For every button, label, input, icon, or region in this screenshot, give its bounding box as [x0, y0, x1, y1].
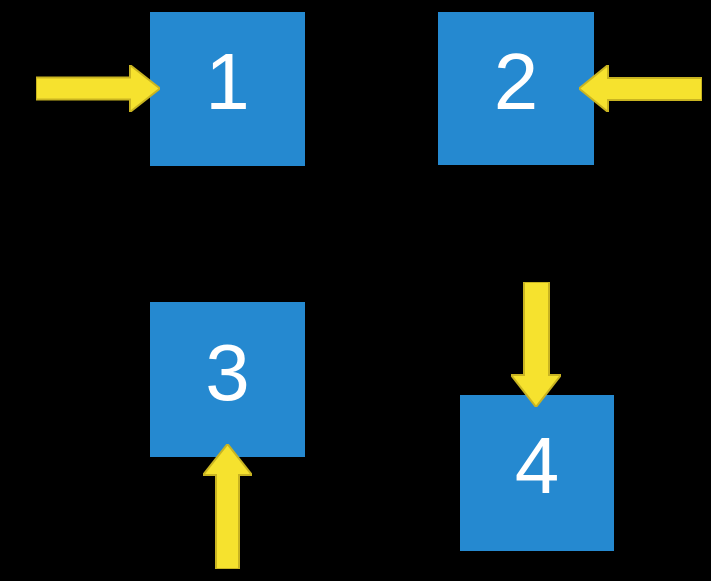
square-label-4: 4: [514, 421, 560, 510]
square-target-2[interactable]: 2: [438, 12, 594, 165]
square-label-2: 2: [493, 36, 539, 126]
arrow-down-icon: [511, 282, 561, 407]
arrow-right-icon: [36, 65, 160, 112]
square-label-1: 1: [205, 37, 250, 126]
arrow-down-shape: [511, 282, 561, 407]
square-target-3[interactable]: 3: [150, 302, 305, 457]
square-label-3: 3: [205, 327, 250, 417]
arrow-right-shape: [36, 65, 160, 112]
square-target-4[interactable]: 4: [460, 395, 614, 551]
square-target-1[interactable]: 1: [150, 12, 305, 166]
arrow-up-icon: [203, 444, 252, 569]
arrow-up-shape: [203, 444, 252, 569]
arrow-left-shape: [579, 65, 702, 112]
arrow-left-icon: [579, 65, 702, 112]
